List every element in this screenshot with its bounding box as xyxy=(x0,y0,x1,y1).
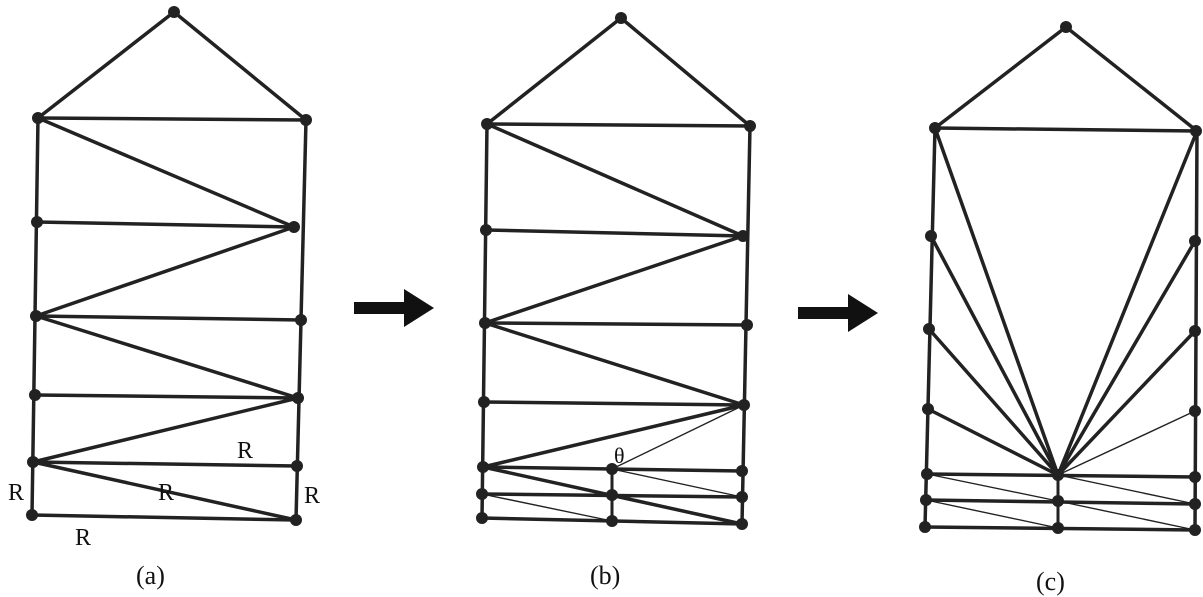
panel-c-labels: (c) xyxy=(1036,567,1065,596)
node xyxy=(480,224,492,236)
node xyxy=(290,514,302,526)
node xyxy=(1189,405,1201,417)
edge-label-r-diagonal: R xyxy=(158,480,174,506)
panel-a-nodes xyxy=(26,6,312,526)
edge-label-r-bottom: R xyxy=(75,525,91,551)
node xyxy=(929,122,941,134)
node xyxy=(476,488,488,500)
node xyxy=(479,317,491,329)
node xyxy=(1060,21,1072,33)
node xyxy=(1052,469,1064,481)
node xyxy=(736,465,748,477)
node xyxy=(1189,325,1201,337)
panel-a xyxy=(30,10,308,522)
node xyxy=(1189,235,1201,247)
caption-c: (c) xyxy=(1036,567,1065,596)
arrow-right-icon xyxy=(354,289,434,327)
node xyxy=(606,463,618,475)
node xyxy=(1189,524,1201,536)
node xyxy=(925,230,937,242)
node xyxy=(477,461,489,473)
node xyxy=(744,120,756,132)
edge-label-r-right: R xyxy=(304,483,320,509)
node xyxy=(920,494,932,506)
node xyxy=(32,112,44,124)
node xyxy=(921,468,933,480)
node xyxy=(300,114,312,126)
node xyxy=(476,512,488,524)
node xyxy=(606,515,618,527)
node xyxy=(737,230,749,242)
node xyxy=(1189,498,1201,510)
node xyxy=(922,403,934,415)
node xyxy=(736,491,748,503)
node xyxy=(1052,522,1064,534)
node xyxy=(1189,471,1201,483)
node xyxy=(615,12,627,24)
panel-b-labels: θ (b) xyxy=(590,443,625,590)
panel-c xyxy=(923,25,1199,532)
node xyxy=(168,6,180,18)
node xyxy=(295,314,307,326)
node xyxy=(478,396,490,408)
panel-c-nodes xyxy=(919,21,1202,536)
node xyxy=(29,389,41,401)
node xyxy=(292,392,304,404)
edge-label-r-top: R xyxy=(237,438,253,464)
arrow-right-icon xyxy=(798,294,878,332)
caption-b: (b) xyxy=(590,561,620,590)
node xyxy=(606,489,618,501)
panel-b-nodes xyxy=(476,12,756,530)
node xyxy=(288,221,300,233)
node xyxy=(27,456,39,468)
node xyxy=(736,518,748,530)
angle-label-theta: θ xyxy=(614,443,625,468)
node xyxy=(291,460,303,472)
panel-a-labels: R R R R R (a) xyxy=(8,438,320,590)
node xyxy=(26,509,38,521)
node xyxy=(31,216,43,228)
node xyxy=(1052,495,1064,507)
caption-a: (a) xyxy=(136,561,165,590)
node xyxy=(1190,125,1202,137)
edge-label-r-left: R xyxy=(8,480,24,506)
node xyxy=(919,521,931,533)
node xyxy=(923,323,935,335)
node xyxy=(30,310,42,322)
node xyxy=(738,399,750,411)
node xyxy=(481,118,493,130)
node xyxy=(741,319,753,331)
